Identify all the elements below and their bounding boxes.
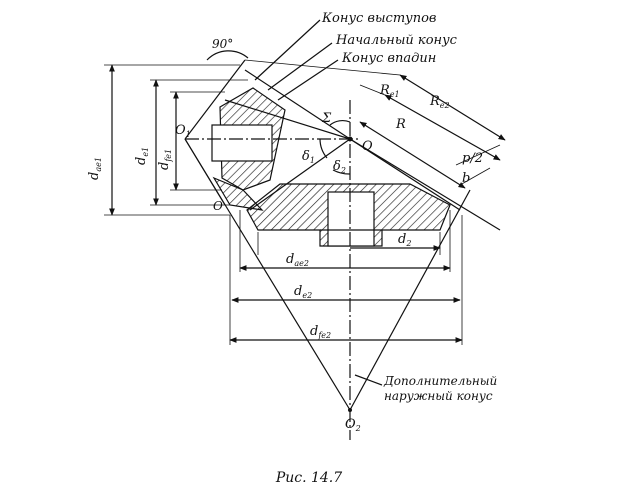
leader-tips bbox=[254, 19, 321, 81]
label-dae1: dae1 bbox=[87, 157, 103, 180]
delta1-arc bbox=[319, 138, 328, 159]
leader-roots bbox=[277, 59, 339, 101]
label-O2: O2 bbox=[345, 417, 361, 433]
point-O2 bbox=[348, 408, 352, 412]
leader-pitch bbox=[267, 42, 333, 91]
label-de1: de1 bbox=[134, 147, 150, 165]
label-sigma: Σ bbox=[321, 111, 332, 126]
label-Re2: Re2 bbox=[429, 94, 450, 110]
leader-supp bbox=[354, 374, 383, 386]
label-O-small: O bbox=[213, 199, 223, 213]
label-delta2: δ2 bbox=[333, 159, 346, 175]
wheel-hub-bore bbox=[327, 191, 375, 247]
label-Re1: Re1 bbox=[379, 83, 400, 99]
angle-90-arc bbox=[206, 50, 249, 61]
label-cone-roots: Конус впадин bbox=[341, 51, 436, 66]
label-dae2: dae2 bbox=[286, 252, 309, 268]
label-R: R bbox=[395, 117, 406, 132]
dim-R bbox=[359, 121, 466, 189]
pinion-bore bbox=[211, 124, 273, 162]
label-delta1: δ1 bbox=[302, 149, 315, 165]
labels: Конус выступов Начальный конус Конус впа… bbox=[87, 11, 497, 433]
sigma-arc bbox=[329, 119, 351, 126]
label-dfe2: dfe2 bbox=[310, 324, 331, 340]
cone-line-mid bbox=[224, 99, 351, 140]
label-pitch-cone: Начальный конус bbox=[335, 33, 458, 48]
label-de2: de2 bbox=[294, 284, 312, 300]
drawing-lines bbox=[104, 19, 506, 440]
label-supp-cone-1: Дополнительный bbox=[383, 374, 497, 388]
label-supp-cone-2: наружный конус bbox=[384, 389, 493, 403]
dim-Re2 bbox=[399, 74, 506, 141]
label-O: O bbox=[362, 139, 373, 154]
label-O1: O1 bbox=[175, 123, 191, 139]
supp-cone-pinion-top bbox=[184, 59, 246, 140]
label-dfe1: dfe1 bbox=[157, 149, 173, 170]
label-p2: p/2 bbox=[462, 151, 483, 166]
supp-cone-pinion-bottom bbox=[184, 138, 226, 206]
figure-caption: Рис. 14.7 bbox=[275, 470, 343, 486]
label-b: b bbox=[462, 171, 470, 186]
label-angle-90: 90° bbox=[212, 37, 233, 51]
cone-line-left-lower bbox=[249, 138, 351, 211]
label-cone-tips: Конус выступов bbox=[321, 11, 436, 26]
cone-line-top bbox=[244, 69, 351, 140]
delta2-arc bbox=[332, 169, 351, 175]
label-d2: d2 bbox=[398, 232, 411, 248]
point-O bbox=[347, 136, 353, 142]
